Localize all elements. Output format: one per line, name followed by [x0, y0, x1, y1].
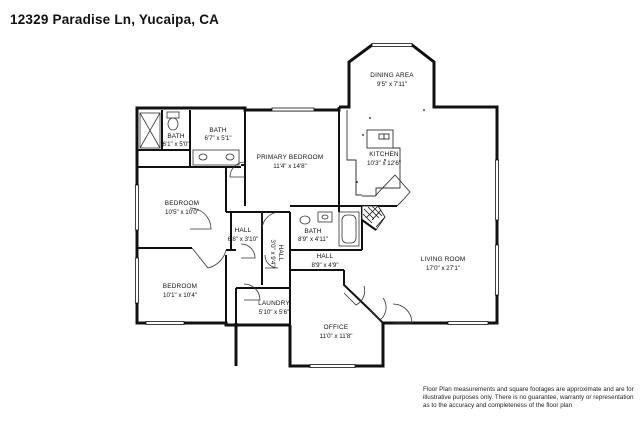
dims-living-room: 17'0" x 27'1": [426, 265, 460, 272]
kitchen-counters: [346, 110, 411, 207]
label-bath-small: BATH: [167, 133, 185, 140]
dims-bedroom-upper: 10'5" x 10'0": [165, 209, 199, 216]
label-hall-center: HALL: [317, 253, 334, 260]
label-hall-vertical: HALL: [277, 245, 284, 262]
label-bath-primary: BATH: [209, 127, 227, 134]
disclaimer-line-1: Floor Plan measurements and square foota…: [423, 386, 634, 393]
windows: [135, 43, 499, 368]
dims-bedroom-lower: 10'1" x 10'4": [163, 292, 197, 299]
dims-hall-west: 6'8" x 3'10": [228, 236, 259, 243]
dims-office: 11'0" x 11'8": [319, 333, 352, 340]
dims-laundry: 5'10" x 5'6": [259, 309, 290, 316]
disclaimer-line-2: illustrative purposes only. There is no …: [423, 394, 634, 401]
dims-dining-area: 9'5" x 7'11": [377, 81, 407, 88]
label-laundry: LAUNDRY: [258, 300, 290, 307]
label-hall-west: HALL: [235, 227, 252, 234]
bath-fixtures: [139, 111, 360, 247]
disclaimer: Floor Plan measurements and square foota…: [423, 386, 634, 410]
disclaimer-line-3: as to the accuracy and completeness of t…: [423, 402, 573, 409]
page-title: 12329 Paradise Ln, Yucaipa, CA: [10, 12, 220, 27]
kitchen-hatch: [361, 205, 386, 231]
dims-bath-small: 6'1" x 5'0": [162, 141, 189, 148]
dims-hall-center: 8'9" x 4'9": [311, 262, 338, 269]
label-office: OFFICE: [324, 324, 349, 331]
dims-hall-vertical: 3'0" x 9'4": [269, 239, 276, 266]
dims-primary-bedroom: 11'4" x 14'8": [273, 163, 306, 170]
hall-vertical-label: HALL 3'0" x 9'4": [269, 239, 284, 266]
interior-walls: [137, 110, 397, 367]
label-dining-area: DINING AREA: [370, 72, 414, 79]
label-kitchen: KITCHEN: [369, 151, 399, 158]
label-bath-hall: BATH: [304, 228, 322, 235]
room-labels: DINING AREA 9'5" x 7'11" KITCHEN 10'3" x…: [162, 72, 465, 340]
fixture-dots: [356, 109, 425, 183]
kitchen-exit-wall: [361, 219, 377, 231]
label-bedroom-lower: BEDROOM: [163, 283, 197, 290]
label-primary-bedroom: PRIMARY BEDROOM: [257, 154, 324, 161]
label-bedroom-upper: BEDROOM: [165, 200, 199, 207]
dims-bath-hall: 8'9" x 4'11": [298, 236, 328, 243]
label-living-room: LIVING ROOM: [421, 256, 466, 263]
doors: [189, 161, 413, 324]
dims-bath-primary: 6'7" x 5'1": [204, 135, 231, 142]
dims-kitchen: 10'3" x 12'6": [367, 160, 401, 167]
